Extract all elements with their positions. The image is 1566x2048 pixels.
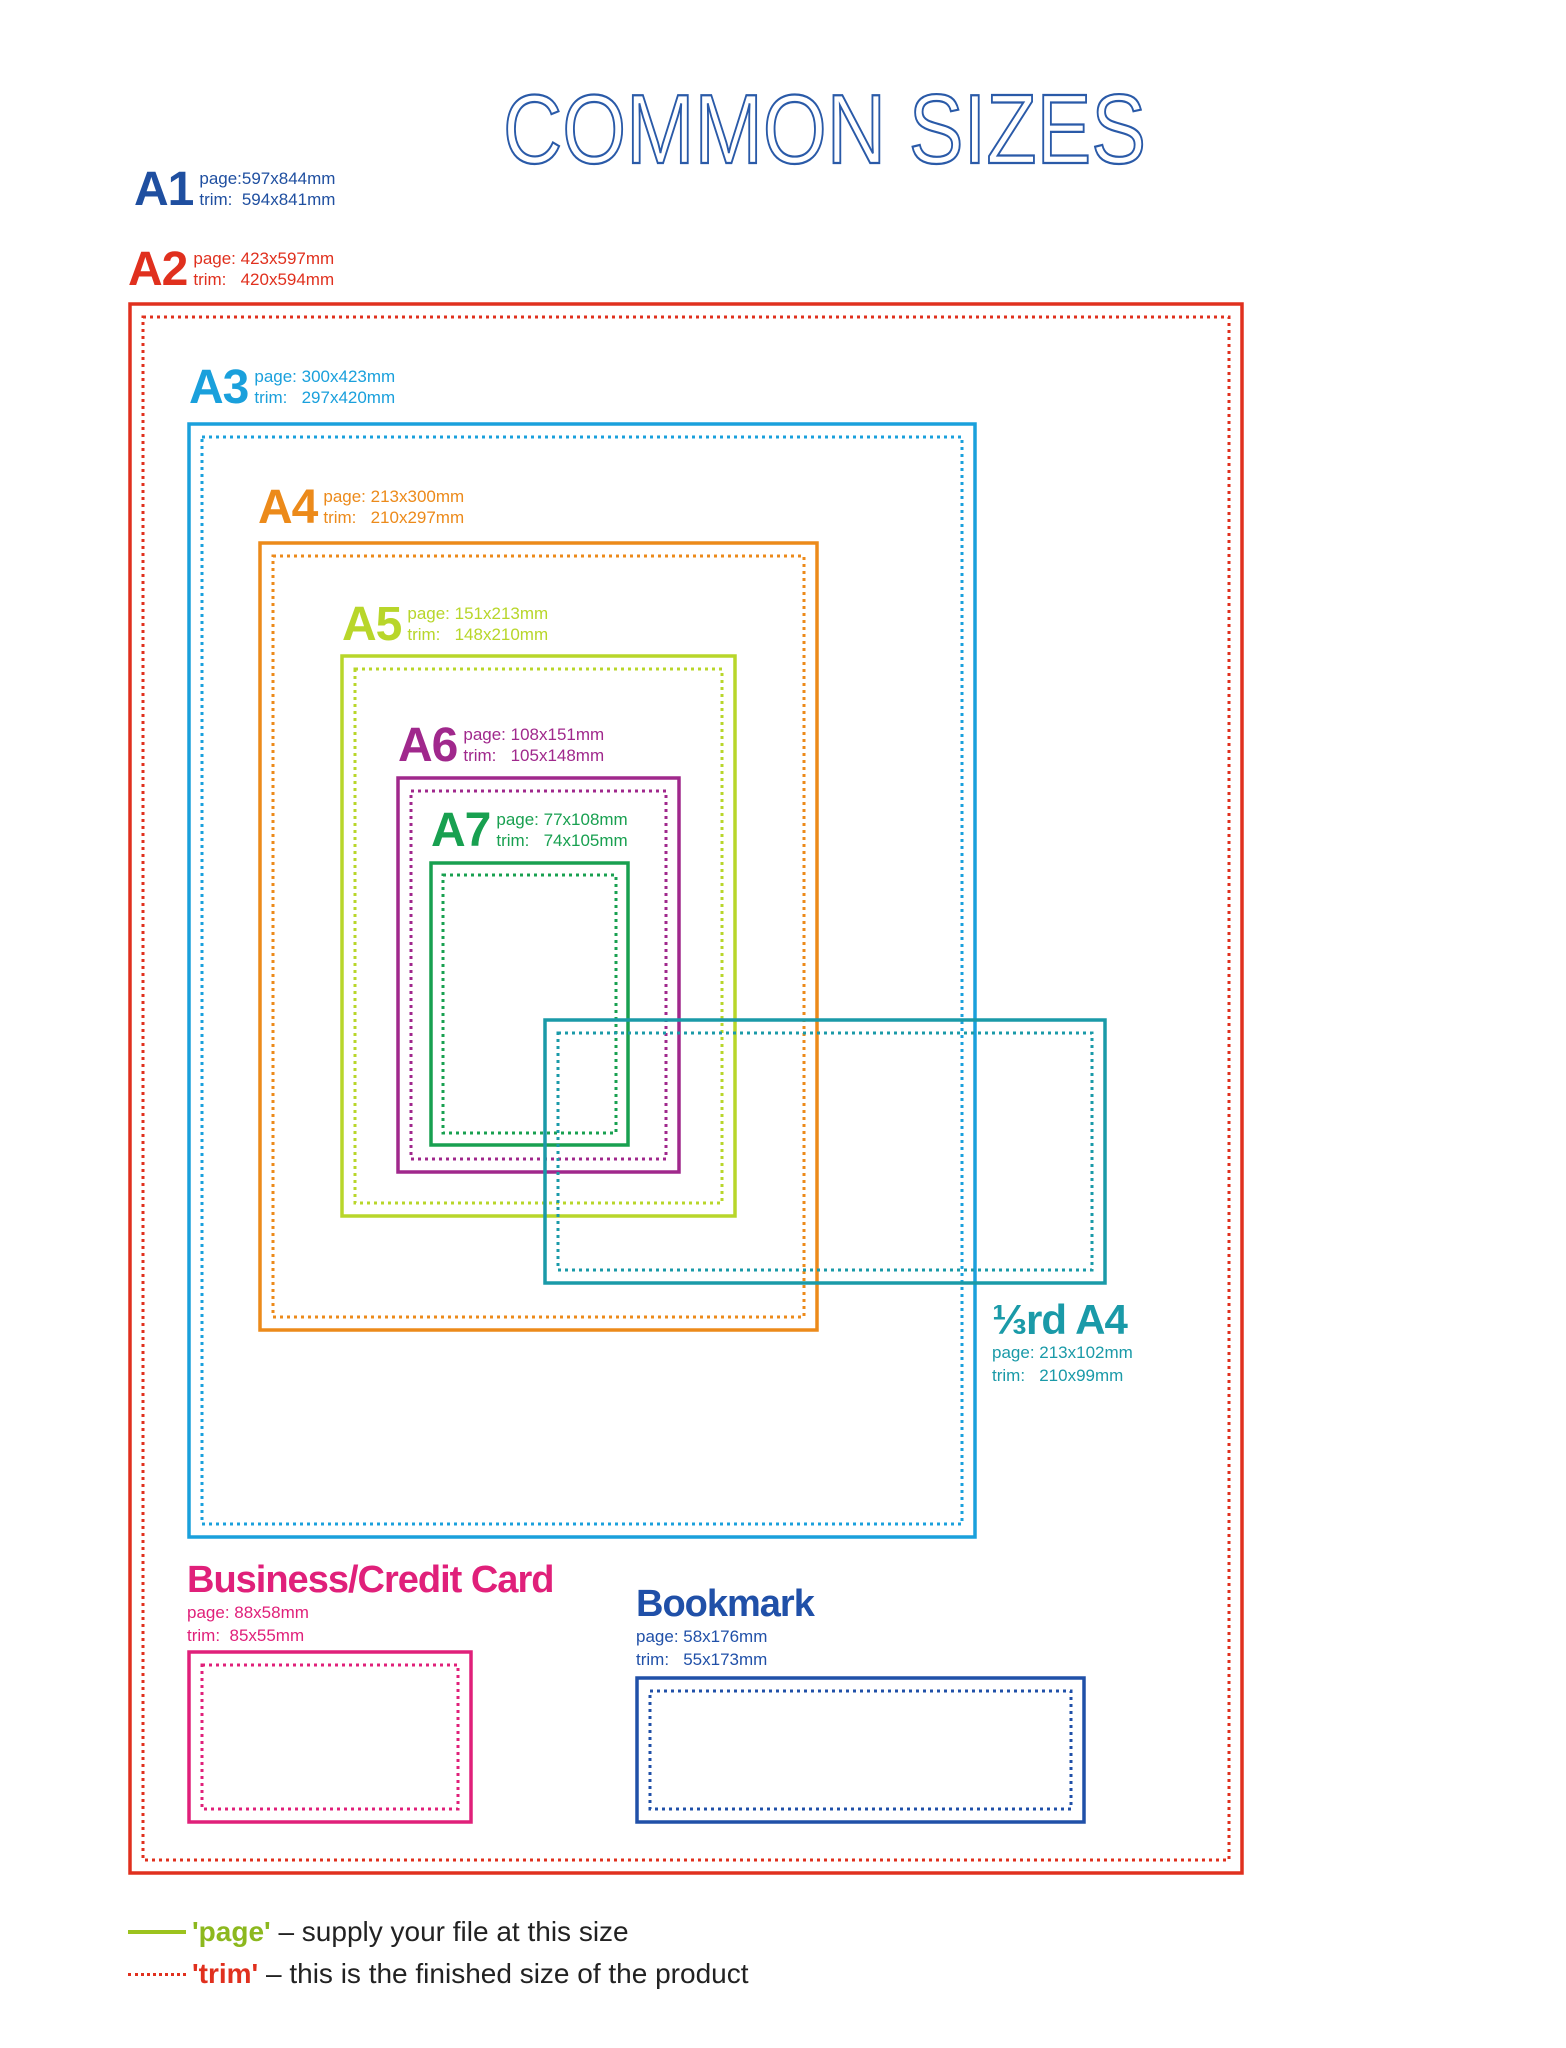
size-name: A5 — [342, 598, 402, 651]
size-name: A3 — [189, 361, 249, 414]
trim-size: trim: 74x105mm — [496, 831, 628, 850]
trim-size: trim: 420x594mm — [193, 270, 335, 289]
page-size: page: 58x176mm — [636, 1627, 768, 1646]
label-bookmark: Bookmark page: 58x176mm trim: 55x173mm — [636, 1583, 815, 1670]
frame-A6 — [396, 776, 681, 1174]
page-size: page: 88x58mm — [187, 1603, 309, 1622]
size-name: A2 — [128, 243, 188, 296]
page-size: page: 300x423mm — [254, 367, 396, 386]
label-A7: A7 page: 77x108mm trim: 74x105mm — [431, 804, 628, 857]
frame-A5 — [340, 654, 737, 1218]
label-A6: A6 page: 108x151mm trim: 105x148mm — [398, 719, 605, 772]
trim-size: trim: 297x420mm — [254, 388, 396, 407]
label-A2: A2 page: 423x597mm trim: 420x594mm — [128, 243, 335, 296]
label-A5: A5 page: 151x213mm trim: 148x210mm — [342, 598, 549, 651]
size-name: A6 — [398, 719, 458, 772]
trim-size: trim: 55x173mm — [636, 1650, 768, 1669]
label-business-card: Business/Credit Card page: 88x58mm trim:… — [187, 1559, 554, 1646]
label-A1: A1 page:597x844mm trim: 594x841mm — [134, 163, 336, 216]
frame-A2 — [128, 302, 1244, 1875]
trim-size: trim: 85x55mm — [187, 1626, 305, 1645]
trim-size: trim: 148x210mm — [407, 625, 549, 644]
label-third-A4: ⅓rd A4 page: 213x102mm trim: 210x99mm — [992, 1296, 1133, 1386]
trim-size: trim: 105x148mm — [463, 746, 605, 765]
legend-page-word: 'page' — [192, 1916, 271, 1947]
frame-business-card — [187, 1650, 473, 1824]
trim-size: trim: 594x841mm — [199, 190, 336, 209]
page-size: page: 423x597mm — [193, 249, 335, 268]
legend-trim: 'trim' – this is the finished size of th… — [128, 1958, 749, 1990]
page-title: COMMON SIZES — [503, 74, 1146, 184]
trim-size: trim: 210x297mm — [323, 508, 465, 527]
solid-line-swatch-icon — [128, 1930, 186, 1934]
legend-trim-word: 'trim' — [192, 1958, 259, 1989]
page-size: page: 213x102mm — [992, 1343, 1133, 1362]
size-name: A1 — [134, 163, 194, 216]
size-name: A7 — [431, 804, 491, 857]
legend-trim-desc: – this is the finished size of the produ… — [258, 1958, 749, 1989]
page-size: page:597x844mm — [199, 169, 336, 188]
size-name: ⅓rd A4 — [992, 1296, 1128, 1343]
frame-A3 — [187, 422, 977, 1539]
label-A3: A3 page: 300x423mm trim: 297x420mm — [189, 361, 396, 414]
size-name: Business/Credit Card — [187, 1559, 554, 1601]
frame-bookmark — [635, 1676, 1086, 1824]
dotted-line-swatch-icon — [128, 1972, 186, 1976]
trim-size: trim: 210x99mm — [992, 1366, 1124, 1385]
page-size: page: 151x213mm — [407, 604, 549, 623]
frame-third-A4 — [543, 1018, 1107, 1285]
frame-A7 — [429, 861, 630, 1147]
size-name: Bookmark — [636, 1583, 815, 1625]
page-size: page: 77x108mm — [496, 810, 628, 829]
legend-page: 'page' – supply your file at this size — [128, 1916, 629, 1948]
frame-A4 — [258, 541, 819, 1332]
legend-page-desc: – supply your file at this size — [270, 1916, 629, 1947]
label-A4: A4 page: 213x300mm trim: 210x297mm — [258, 481, 465, 534]
size-name: A4 — [258, 481, 318, 534]
page-size: page: 213x300mm — [323, 487, 465, 506]
page-size: page: 108x151mm — [463, 725, 605, 744]
